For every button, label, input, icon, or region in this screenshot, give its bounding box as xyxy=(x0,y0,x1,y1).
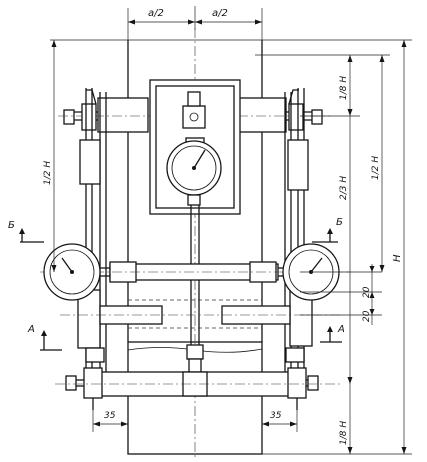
dim-half-h-left: 1/2 H xyxy=(43,161,53,185)
dim-eighth-h-bottom: 1/8 H xyxy=(339,421,349,445)
dim-a-half-right: a/2 xyxy=(212,8,228,19)
dim-a-half-left: a/2 xyxy=(148,8,164,19)
dim-35-right: 35 xyxy=(270,411,282,421)
top-dimension: a/2 a/2 xyxy=(127,6,263,40)
left-dimension: 1/2 H xyxy=(43,40,57,272)
right-frame xyxy=(284,88,313,380)
dim-two-thirds-h: 2/3 H xyxy=(339,176,349,200)
left-frame xyxy=(77,88,107,380)
section-marks: Б Б А А xyxy=(8,217,345,351)
dim-gap-20-lower: 20 xyxy=(362,310,372,322)
section-a-left: А xyxy=(27,324,35,335)
dim-gap-20-upper: 20 xyxy=(362,286,372,298)
bottom-dimensions: 35 35 xyxy=(92,408,298,432)
central-gauge-housing xyxy=(149,79,241,215)
dim-half-h-right: 1/2 H xyxy=(371,156,381,180)
dim-eighth-h-top: 1/8 H xyxy=(339,76,349,100)
right-dimensions: 1/8 H 2/3 H 1/2 H 20 20 H 1/8 H xyxy=(255,40,412,455)
bottom-shaft xyxy=(55,367,340,410)
section-b-left: Б xyxy=(8,220,15,231)
left-dial-gauge xyxy=(43,243,101,301)
dim-h-overall: H xyxy=(392,254,403,262)
upper-shaft xyxy=(58,97,330,133)
dim-35-left: 35 xyxy=(104,411,116,421)
lower-slider-bars xyxy=(60,299,340,329)
central-column xyxy=(127,40,263,455)
section-b-right: Б xyxy=(336,217,343,228)
section-a-right: А xyxy=(337,324,345,335)
